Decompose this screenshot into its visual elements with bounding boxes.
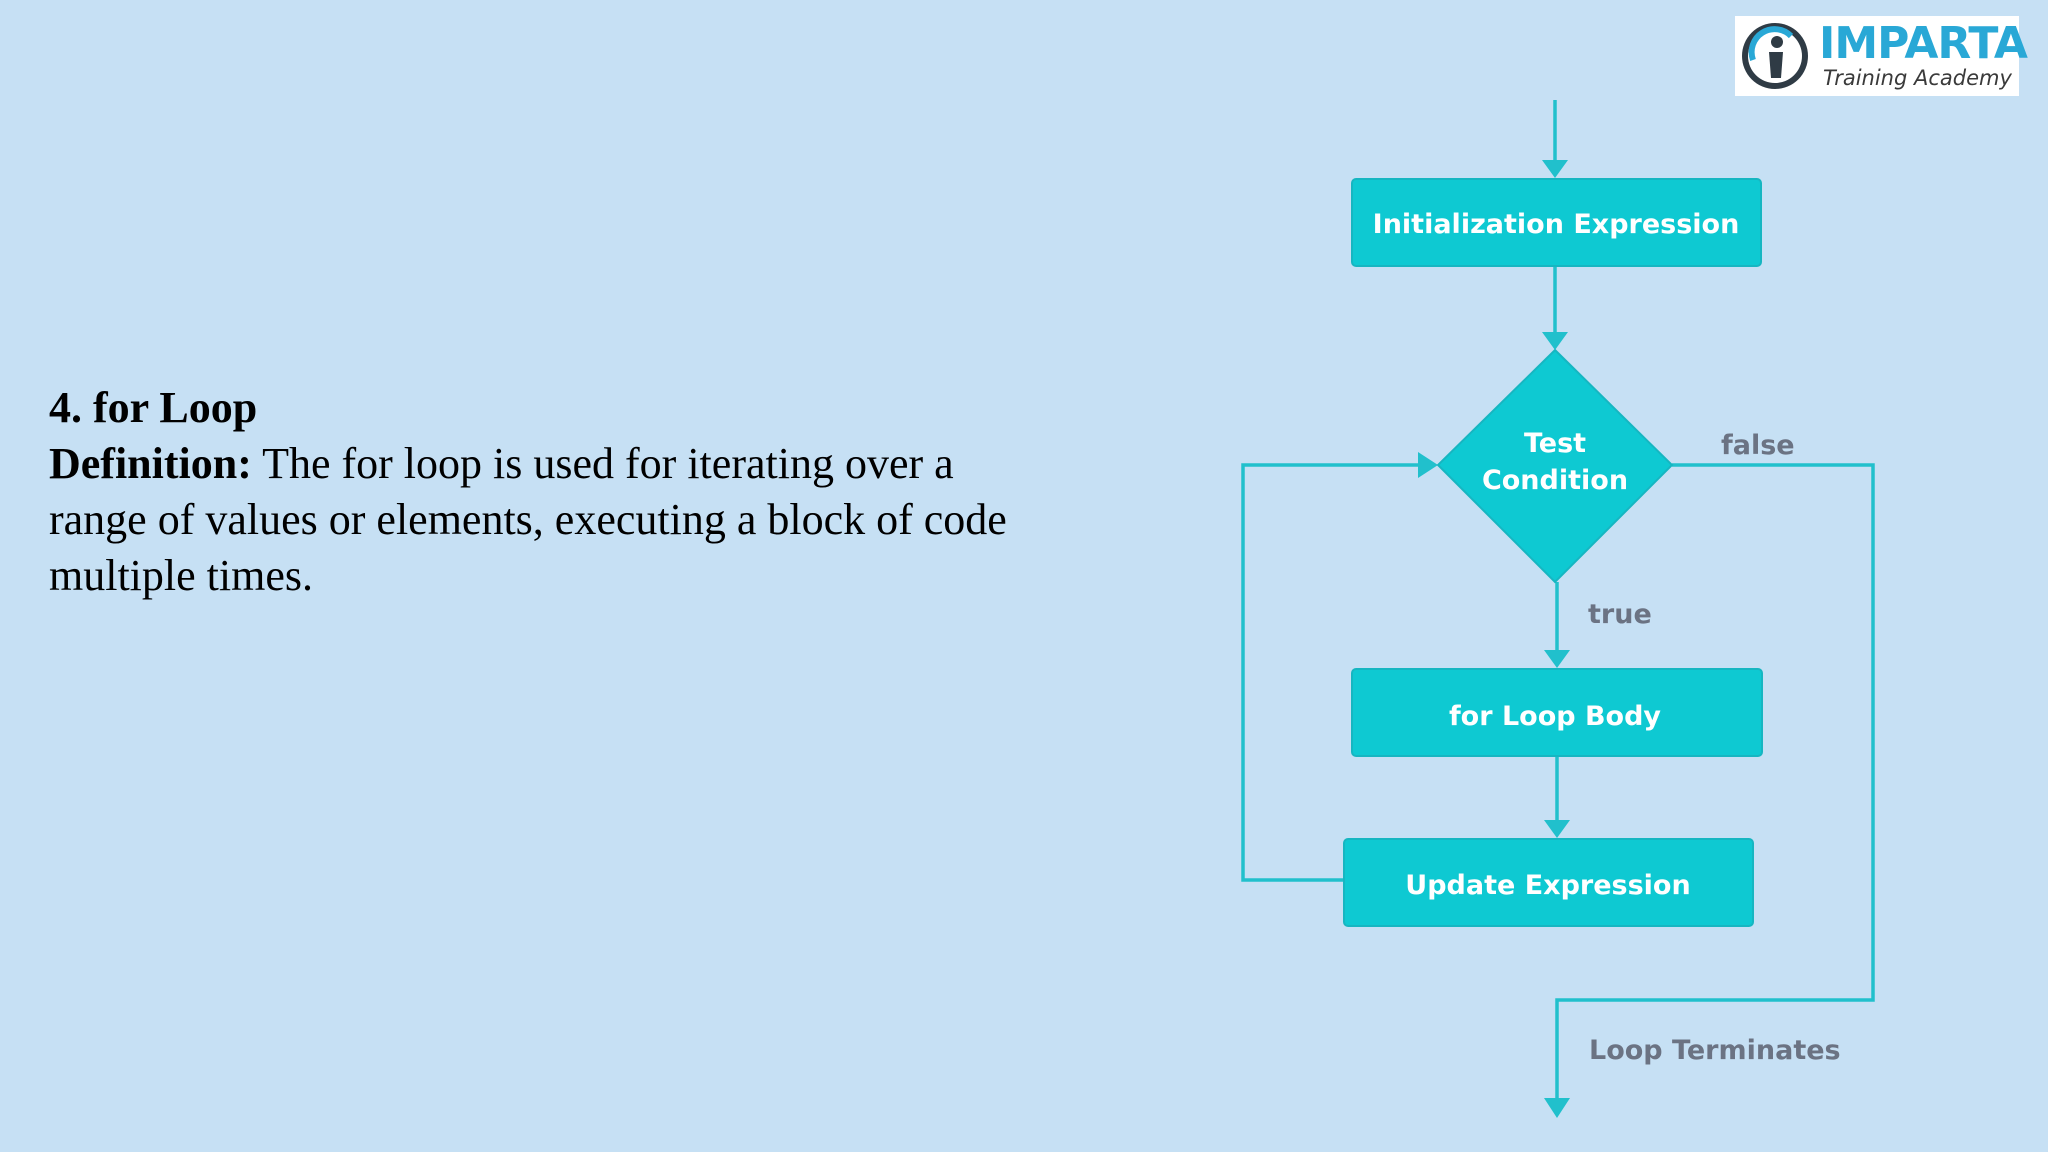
loop-body-label: for Loop Body — [1449, 701, 1661, 732]
test-condition-label-line2: Condition — [1482, 465, 1628, 496]
update-node: Update Expression — [1343, 838, 1754, 927]
slide-heading: 4. for Loop — [49, 383, 258, 432]
exit-arrowhead — [1544, 1098, 1570, 1118]
false-edge-label: false — [1721, 430, 1795, 461]
entry-arrowhead — [1542, 160, 1568, 178]
false-connector — [1555, 463, 1875, 1104]
test-condition-node: Test Condition — [1436, 348, 1674, 584]
logo-name: IMPARTA — [1819, 18, 2028, 69]
update-label: Update Expression — [1405, 870, 1690, 901]
init-node-label: Initialization Expression — [1373, 209, 1740, 240]
init-to-test-arrowhead — [1542, 332, 1568, 350]
imparta-logo: IMPARTA Training Academy — [1735, 16, 2028, 96]
loop-terminates-label: Loop Terminates — [1589, 1035, 1841, 1066]
slide-text: 4. for Loop Definition: The for loop is … — [49, 380, 1049, 604]
definition-paragraph: Definition: The for loop is used for ite… — [49, 436, 1049, 604]
true-edge-label: true — [1588, 599, 1652, 630]
logo-tagline: Training Academy — [1823, 66, 2012, 90]
definition-text: The for loop is used for iterating over … — [49, 439, 1007, 600]
true-arrowhead — [1544, 650, 1570, 668]
body-to-update-arrowhead — [1544, 820, 1570, 838]
imparta-logo-icon — [1742, 23, 1808, 89]
connectors — [1241, 100, 1875, 1118]
definition-label: Definition: — [49, 439, 252, 488]
loop-back-arrowhead — [1418, 452, 1438, 478]
loop-body-node: for Loop Body — [1351, 668, 1763, 757]
loop-back-connector — [1241, 463, 1422, 882]
test-condition-label-line1: Test — [1524, 428, 1586, 459]
init-node: Initialization Expression — [1351, 178, 1762, 267]
